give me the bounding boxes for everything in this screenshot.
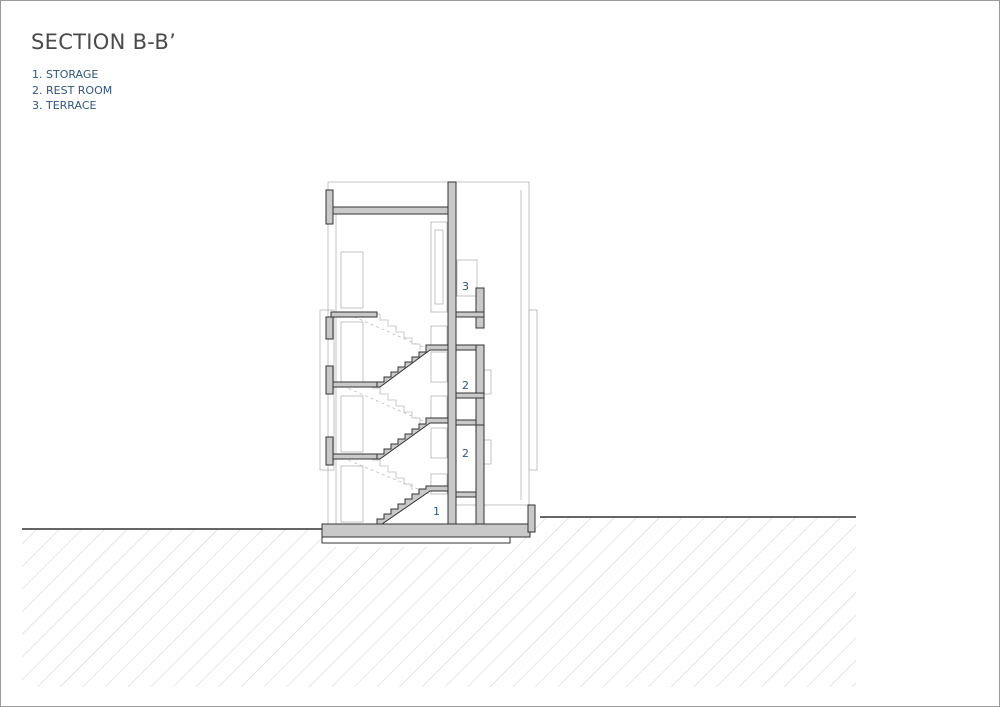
drawing-title: SECTION B-B’ (31, 30, 177, 54)
legend-item-terrace: 3. TERRACE (32, 99, 97, 112)
room-tag-storage: 1 (433, 505, 440, 518)
stair-cut (376, 344, 449, 525)
room-tags: 3 2 2 1 (433, 280, 469, 518)
room-tag-rest-room-lower: 2 (462, 447, 469, 460)
room-tag-rest-room-upper: 2 (462, 379, 469, 392)
room-legend: 1. STORAGE 2. REST ROOM 3. TERRACE (32, 67, 112, 114)
ground-line (22, 516, 856, 530)
legend-item-rest-room: 2. REST ROOM (32, 83, 113, 97)
room-tag-terrace: 3 (462, 280, 469, 293)
stair-elevation (342, 311, 431, 495)
section-cut (321, 181, 536, 544)
ground-hatch (22, 517, 856, 687)
elevation-lines (319, 181, 538, 529)
legend-item-storage: 1. STORAGE (32, 68, 99, 81)
